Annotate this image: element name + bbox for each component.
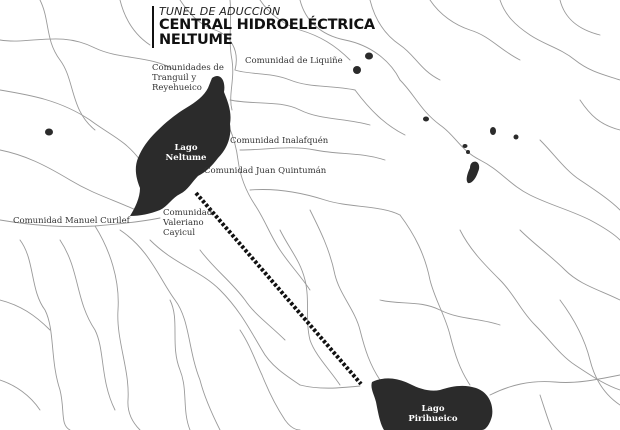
river bbox=[0, 299, 51, 331]
river bbox=[559, 299, 620, 406]
river bbox=[229, 0, 234, 111]
river bbox=[499, 0, 620, 81]
lake-neltume-line2: Neltume bbox=[165, 153, 207, 163]
label-cayicul-line3: Cayicul bbox=[163, 228, 196, 238]
label-cayicul: Comunidad Valeriano Cayicul bbox=[163, 208, 212, 238]
small-lake bbox=[353, 66, 361, 74]
river bbox=[579, 99, 620, 131]
label-lake-neltume: Lago Neltume bbox=[160, 143, 212, 163]
river bbox=[0, 149, 141, 213]
river bbox=[354, 89, 406, 136]
river bbox=[254, 204, 311, 291]
river bbox=[309, 209, 381, 381]
label-cayicul-line2: Valeriano bbox=[163, 218, 204, 228]
river bbox=[429, 0, 521, 61]
river bbox=[19, 239, 71, 430]
map-title-line2: NELTUME bbox=[159, 32, 233, 48]
label-tranguil-line1: Comunidades de bbox=[152, 63, 224, 73]
small-lake bbox=[45, 128, 53, 136]
river bbox=[459, 229, 620, 391]
river bbox=[239, 329, 301, 430]
tunnel-line bbox=[194, 191, 363, 386]
river bbox=[39, 0, 96, 131]
river bbox=[0, 379, 41, 411]
small-lake bbox=[423, 116, 429, 122]
small-lake bbox=[490, 127, 496, 135]
river bbox=[169, 299, 191, 430]
river bbox=[539, 139, 620, 211]
small-lake bbox=[466, 161, 480, 184]
title-block: TUNEL DE ADUCCIÓN CENTRAL HIDROELÉCTRICA… bbox=[152, 6, 375, 48]
river bbox=[249, 189, 401, 216]
river bbox=[149, 239, 301, 386]
river bbox=[559, 0, 601, 36]
label-lake-pirihueico: Lago Pirihueico bbox=[403, 404, 463, 424]
river bbox=[119, 229, 221, 430]
river bbox=[399, 79, 481, 161]
small-lake bbox=[513, 134, 519, 140]
river bbox=[399, 214, 471, 386]
lake-pirihueico-line2: Pirihueico bbox=[408, 414, 458, 424]
river bbox=[59, 239, 116, 411]
river bbox=[234, 69, 356, 91]
river bbox=[279, 229, 341, 386]
label-quintuman: Comunidad Juan Quintumán bbox=[204, 166, 327, 176]
river bbox=[0, 38, 176, 71]
label-tranguil-line2: Tranguil y bbox=[152, 73, 197, 83]
river bbox=[239, 147, 386, 161]
lake-neltume-line1: Lago bbox=[174, 143, 198, 153]
small-lake bbox=[462, 144, 468, 148]
label-inalafquen: Comunidad Inalafquén bbox=[230, 136, 329, 146]
river bbox=[229, 99, 371, 126]
river bbox=[199, 249, 286, 341]
river bbox=[0, 89, 141, 161]
map-title-line1: CENTRAL HIDROELÉCTRICA bbox=[159, 17, 375, 33]
river bbox=[539, 394, 553, 430]
river bbox=[179, 0, 237, 71]
map-subtitle: TUNEL DE ADUCCIÓN bbox=[159, 5, 281, 18]
small-lake bbox=[365, 52, 373, 60]
river bbox=[299, 0, 401, 81]
label-tranguil-line3: Reyehueico bbox=[152, 83, 202, 93]
small-lake bbox=[466, 150, 470, 154]
river bbox=[259, 0, 351, 61]
small-lakes bbox=[45, 52, 519, 184]
river bbox=[379, 299, 501, 326]
river bbox=[119, 0, 151, 46]
river bbox=[299, 384, 361, 389]
river bbox=[489, 374, 620, 396]
river bbox=[369, 0, 441, 81]
label-tranguil-reyehueico: Comunidades de Tranguil y Reyehueico bbox=[152, 63, 224, 93]
label-liquine: Comunidad de Liquiñe bbox=[245, 56, 343, 66]
river bbox=[519, 229, 620, 301]
river bbox=[479, 159, 620, 241]
lake-pirihueico-shape bbox=[371, 378, 493, 430]
river bbox=[94, 225, 141, 430]
label-curilef: Comunidad Manuel Curilef bbox=[13, 216, 130, 226]
lake-pirihueico-line1: Lago bbox=[421, 404, 445, 414]
lake-neltume-shape bbox=[130, 75, 231, 216]
label-cayicul-line1: Comunidad bbox=[163, 208, 213, 218]
